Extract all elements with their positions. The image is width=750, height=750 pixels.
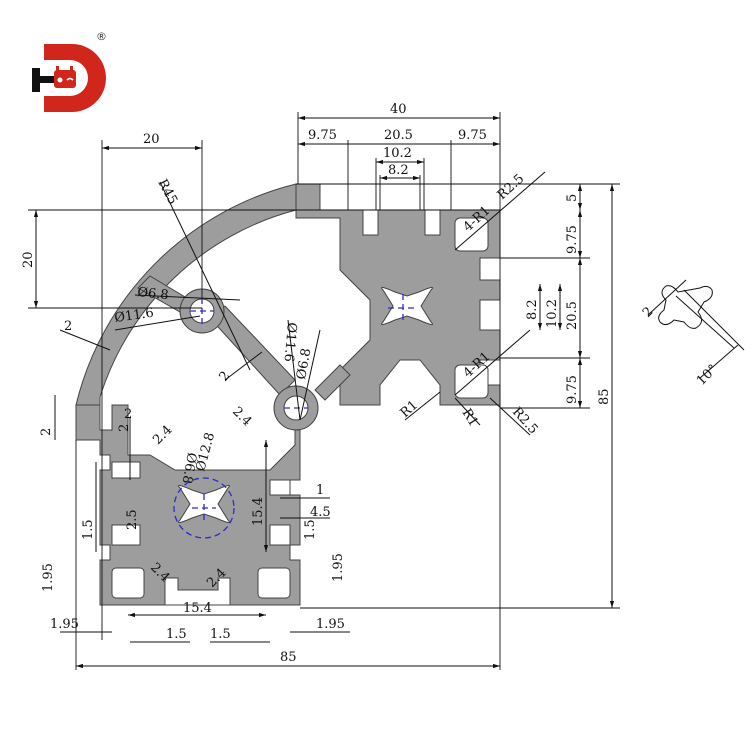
dim-bottom-195-right: 1.95: [316, 617, 345, 632]
cavity-bottom-mid: [257, 567, 291, 599]
detail-ext-b: [699, 344, 739, 379]
dim-core-hole: Ø6.8: [179, 451, 199, 484]
slot-right-lower: [269, 524, 291, 546]
dim-lip-15-left: 1.5: [81, 519, 96, 540]
dim-bottom-15-left: 1.5: [166, 627, 187, 642]
logo-h-bar: [32, 76, 54, 83]
dim-web-a: 2.4: [150, 423, 175, 448]
dim-wall-195-left: 1.95: [41, 563, 56, 592]
dim-hole-outer: Ø11.6: [113, 306, 154, 326]
dim-lip-1: 1: [316, 483, 324, 498]
dim-r25-top: R2.5: [495, 171, 528, 203]
dim-lip-2c: 2: [117, 424, 132, 432]
dim-top-102: 10.2: [383, 146, 412, 161]
detail-thickness: 2: [640, 304, 656, 320]
slot-left-upper: [111, 461, 141, 479]
dim-right-102: 10.2: [545, 299, 560, 328]
dim-top-40: 40: [390, 102, 407, 117]
detail-slot-line-b: [683, 289, 745, 351]
dim-bottom-15-right: 1.5: [210, 627, 231, 642]
dim-core-height: 15.4: [251, 497, 266, 526]
dim-right-975-lower: 9.75: [565, 375, 580, 404]
lower-left-block: [75, 404, 301, 606]
dim-right-82: 8.2: [525, 299, 540, 320]
logo-antenna-right: [70, 66, 73, 71]
detail-angle: 10°: [694, 362, 721, 389]
dim-top-975-left: 9.75: [308, 128, 337, 143]
logo-eye-wink: [66, 77, 74, 81]
dim-bottom-195-left: 1.95: [50, 617, 79, 632]
dim-lip-2b: 2: [124, 407, 132, 422]
brand-logo: [32, 44, 106, 112]
dim-right-975-upper: 9.75: [565, 225, 580, 254]
logo-face: [54, 70, 76, 88]
cavity-bottom-left: [111, 567, 145, 599]
registered-mark: ®: [96, 30, 107, 43]
slot-right-upper: [269, 479, 291, 496]
rib-to-block: [314, 364, 351, 401]
dim-core-circle: Ø12.8: [193, 431, 218, 473]
dim-r1-a: R1: [398, 398, 421, 421]
dim-right-205: 20.5: [565, 301, 580, 330]
dim-top-82: 8.2: [388, 163, 409, 178]
dim-corner-hole-outer: Ø11.6: [281, 322, 299, 363]
logo-antenna-left: [56, 66, 59, 71]
dim-right-5: 5: [565, 194, 580, 202]
dim-lip-15-right: 1.5: [303, 519, 318, 540]
cross-hole-upper: [381, 286, 433, 326]
slot-bottom: [164, 577, 231, 606]
dim-r25-bottom: R2.5: [509, 405, 541, 438]
dim-wall-195-right: 1.95: [331, 553, 346, 582]
dim-corner-hole-inner: Ø6.8: [294, 347, 314, 380]
dimension-lines: [28, 112, 620, 670]
dim-hole-inner: Ø6.8: [137, 285, 170, 303]
slot-left-lower: [111, 524, 141, 546]
detail-slot-line-a: [675, 295, 735, 349]
dim-arc-width-20: 20: [143, 132, 160, 147]
dim-slot-depth: 2.5: [125, 509, 140, 530]
dim-r1-b: R1: [459, 406, 481, 429]
dim-arc-height-20: 20: [21, 251, 36, 268]
centerlines: [190, 294, 418, 522]
dim-wall-2: 2: [64, 319, 72, 334]
dim-rib-2: 2: [217, 369, 234, 385]
logo-eye-left: [57, 77, 63, 83]
detail-ext-a: [647, 279, 687, 316]
dim-web-b: 2.4: [229, 404, 254, 429]
dim-core-width: 15.4: [183, 601, 212, 616]
core-circle-dashed: [173, 477, 235, 539]
dim-right-85: 85: [597, 388, 612, 405]
dim-top-975-right: 9.75: [458, 128, 487, 143]
logo-d-shape: [44, 44, 106, 112]
dim-r45: R45: [154, 177, 180, 207]
dim-lip-45: 4.5: [310, 505, 331, 520]
slot-detail-view: 2 10°: [640, 279, 745, 389]
dim-lip-2a: 2: [39, 428, 54, 436]
dim-bottom-85: 85: [280, 650, 297, 665]
dim-top-205: 20.5: [384, 128, 413, 143]
detail-cross-shape: [658, 285, 713, 329]
